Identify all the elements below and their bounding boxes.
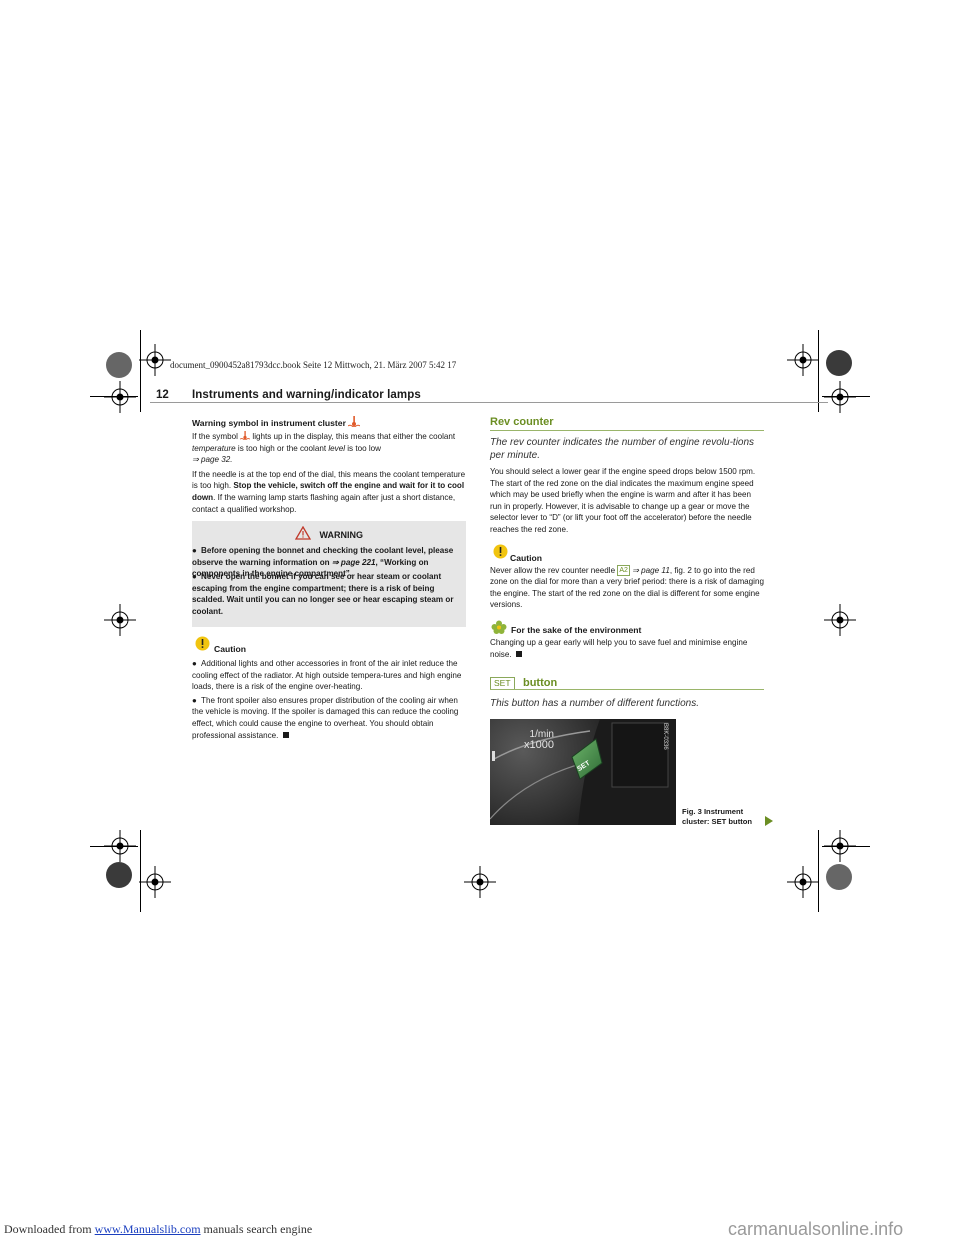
end-of-section-marker	[515, 650, 522, 657]
registration-dot	[106, 352, 132, 378]
warning-box: WARNING ●Before opening the bonnet and c…	[192, 521, 466, 627]
needle-paragraph: If the needle is at the top end of the d…	[192, 469, 466, 514]
environment-paragraph: Changing up a gear early will help you t…	[490, 637, 748, 659]
caution-paragraph: Never allow the rev counter needle A2 ⇒ …	[490, 564, 764, 610]
figure-caption: Fig. 3 Instrument cluster: SET button	[682, 807, 753, 826]
page-reference[interactable]: ⇒ page 11	[632, 565, 670, 575]
caution-title: Caution	[510, 552, 542, 563]
end-of-section-marker	[282, 731, 289, 738]
registration-dot	[826, 350, 852, 376]
callout-a2: A2	[617, 564, 630, 576]
warning-bullet-1: ●Before opening the bonnet and checking …	[192, 546, 454, 579]
photo-scale-label: 1/min x1000	[524, 729, 554, 751]
coolant-symbol-paragraph: If the symbol lights up in the display, …	[192, 431, 456, 465]
rev-counter-heading: Rev counter	[490, 416, 554, 428]
page-header-title: Instruments and warning/indicator lamps	[192, 389, 421, 401]
warning-title: WARNING	[319, 530, 363, 540]
photo-illustration	[490, 719, 676, 825]
environment-title: For the sake of the environment	[511, 624, 642, 635]
caution-header: Caution	[490, 544, 764, 564]
page-reference[interactable]: ⇒ page 32.	[192, 455, 233, 465]
warning-header: WARNING	[192, 525, 466, 543]
symbol-heading: Warning symbol in instrument cluster	[192, 416, 466, 428]
caution-icon	[493, 544, 508, 559]
caution-title: Caution	[214, 644, 246, 654]
manualslib-link[interactable]: www.Manualslib.com	[94, 1222, 201, 1236]
caution-bullet-1: ●Additional lights and other accessories…	[192, 659, 462, 692]
file-info-line: document_0900452a81793dcc.book Seite 12 …	[170, 360, 457, 370]
photo-code: B8K-0336	[662, 723, 668, 750]
left-column: Warning symbol in instrument cluster If …	[192, 416, 466, 515]
set-button-lead: This button has a number of different fu…	[490, 698, 700, 710]
caution-block-left: Caution ●Additional lights and other acc…	[192, 634, 466, 741]
header-rule	[150, 402, 828, 403]
set-heading-text: button	[522, 677, 558, 690]
caution-header: Caution	[192, 634, 466, 654]
coolant-temperature-icon	[239, 431, 251, 441]
continue-arrow-icon	[765, 816, 773, 826]
footer-site-watermark: carmanualsonline.info	[728, 1219, 904, 1239]
warning-triangle-icon	[294, 525, 312, 540]
section-rule	[490, 689, 764, 690]
flower-icon	[491, 620, 507, 634]
caution-icon	[195, 636, 210, 651]
section-rule	[490, 430, 764, 431]
page-number: 12	[156, 389, 169, 401]
instrument-cluster-photo: 1/min x1000 SET B8K-0336	[490, 719, 676, 825]
coolant-temperature-icon	[348, 416, 361, 428]
warning-bullet-2: ●Never open the bonnet if you can see or…	[192, 572, 454, 616]
page-reference[interactable]: ⇒ page 221	[331, 557, 376, 567]
caution-bullet-2: ●The front spoiler also ensures proper d…	[192, 695, 459, 740]
rev-counter-lead: The rev counter indicates the number of …	[490, 437, 755, 461]
right-column: Rev counter The rev counter indicates th…	[490, 416, 764, 710]
registration-dot	[106, 862, 132, 888]
registration-dot	[826, 864, 852, 890]
rev-counter-paragraph: You should select a lower gear if the en…	[490, 467, 756, 534]
environment-header: For the sake of the environment	[490, 620, 764, 636]
footer-download-line: Downloaded from www.Manualslib.com manua…	[4, 1222, 313, 1236]
